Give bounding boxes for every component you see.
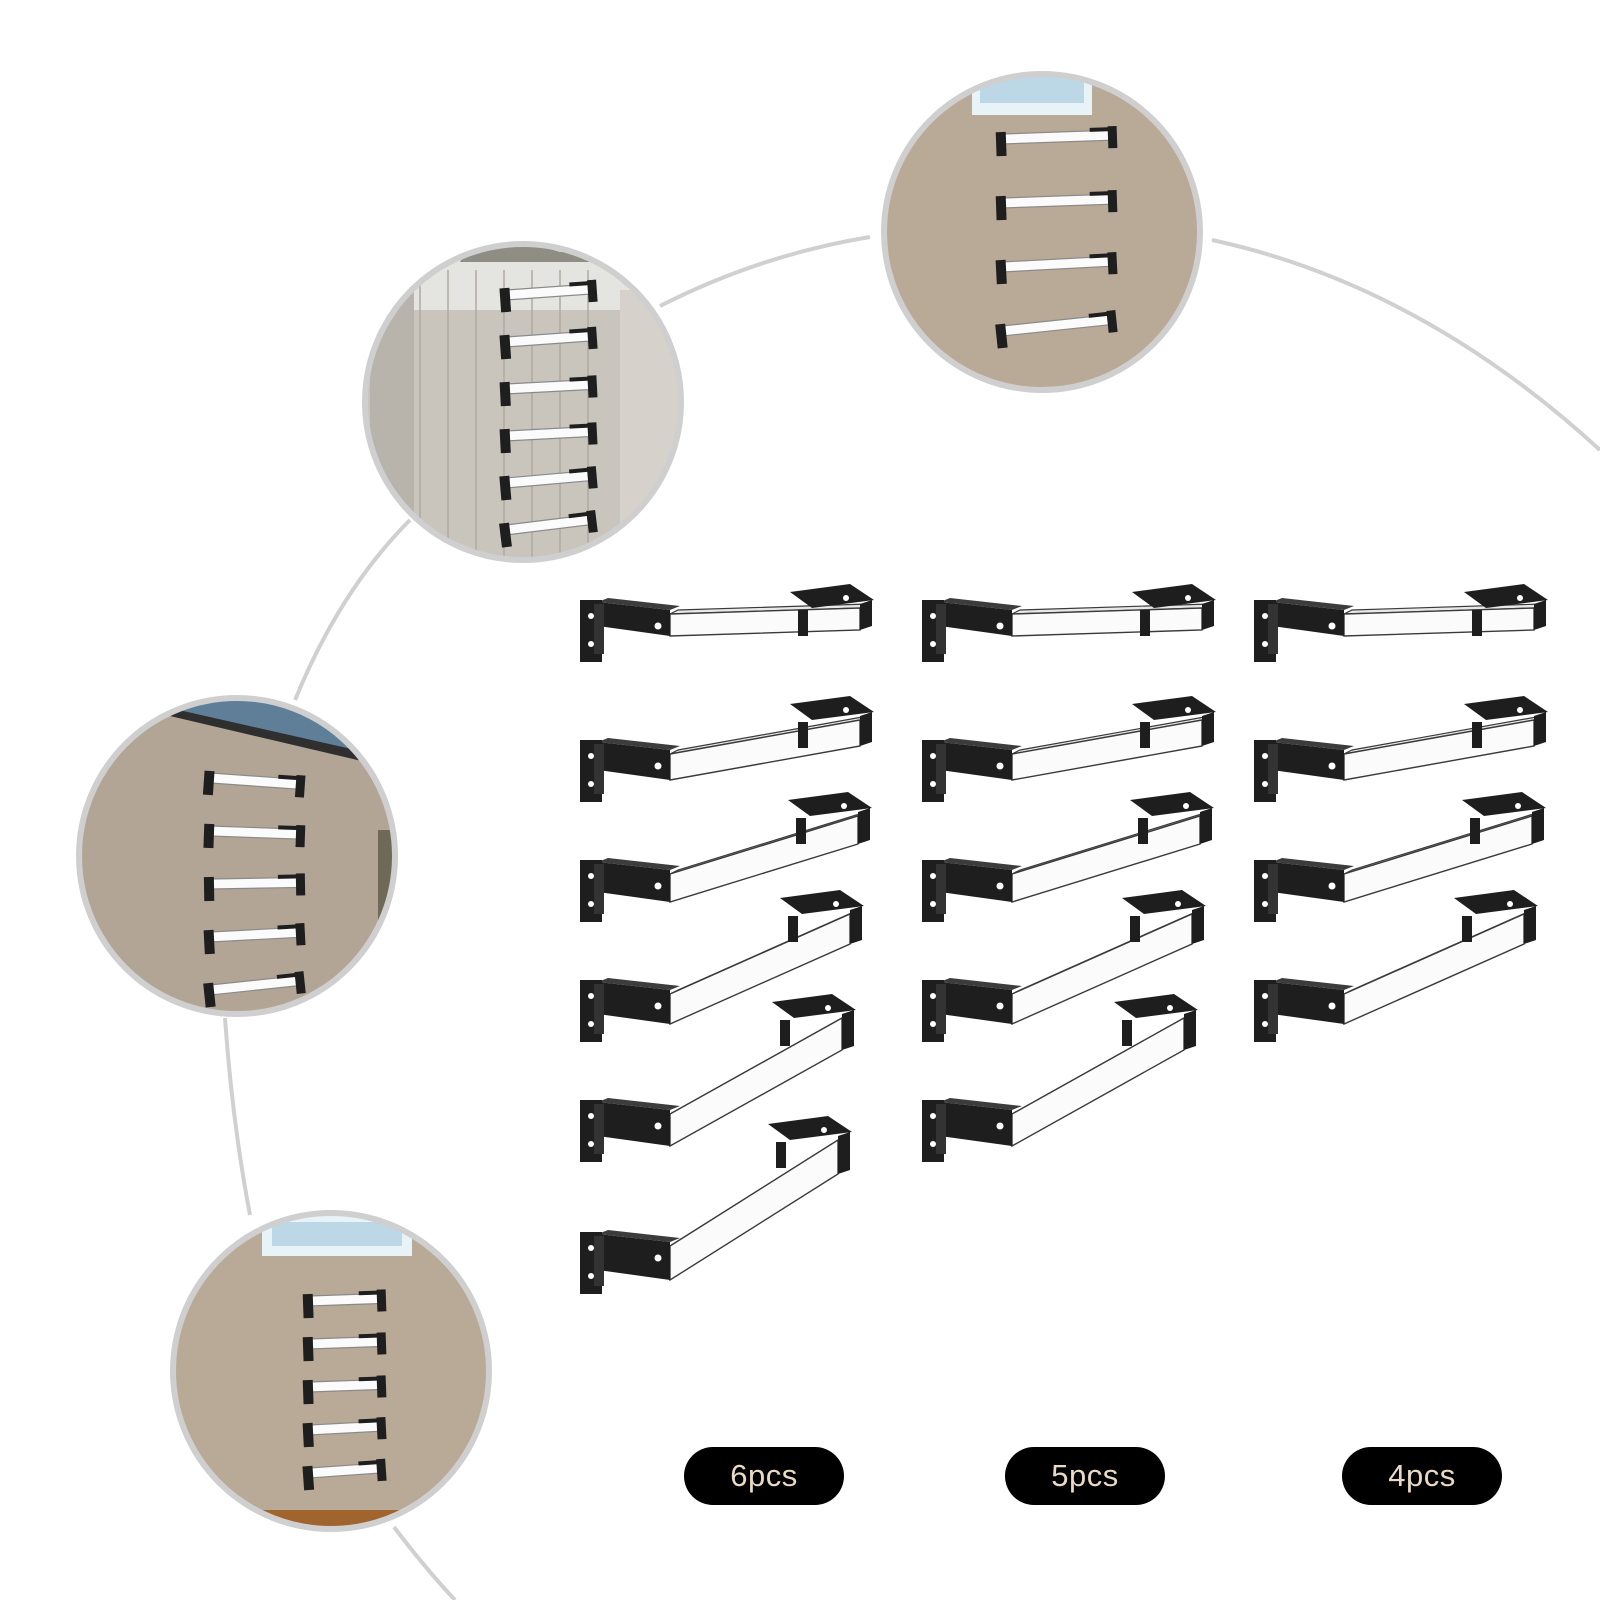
mini-bracket <box>499 375 598 407</box>
connector-arc <box>293 518 412 701</box>
mini-bracket <box>499 279 598 313</box>
mini-bracket <box>302 1416 387 1448</box>
connector-arcs <box>223 235 1600 1600</box>
mini-bracket <box>203 923 306 955</box>
wall-mount-bracket-icon <box>922 584 1216 662</box>
label-6pcs-text: 6pcs <box>730 1458 798 1493</box>
scene-six-brackets-stone <box>362 241 684 563</box>
wall-mount-bracket-icon <box>922 696 1216 802</box>
wall-mount-bracket-icon <box>580 792 872 922</box>
label-5pcs: 5pcs <box>1005 1447 1165 1505</box>
bracket-column-4 <box>1254 584 1548 1042</box>
mini-bracket <box>203 873 306 902</box>
scene-border <box>881 71 1203 393</box>
mini-bracket <box>499 326 598 360</box>
wall-mount-bracket-icon <box>580 994 856 1162</box>
wall-mount-bracket-icon <box>1254 584 1548 662</box>
mini-bracket <box>995 251 1118 285</box>
mini-bracket <box>995 189 1118 221</box>
mini-bracket <box>499 509 598 548</box>
wall-mount-bracket-icon <box>922 994 1198 1162</box>
wall-mount-bracket-icon <box>580 584 874 662</box>
wall-mount-bracket-icon <box>922 890 1206 1042</box>
scene-circles <box>76 71 1203 1532</box>
mini-bracket <box>202 770 306 798</box>
mini-bracket <box>995 310 1118 349</box>
wall-mount-bracket-icon <box>1254 696 1548 802</box>
wall-mount-bracket-icon <box>922 792 1214 922</box>
bracket-column-5 <box>922 584 1216 1162</box>
wall-mount-bracket-icon <box>1254 890 1538 1042</box>
mini-bracket <box>203 823 306 849</box>
label-6pcs: 6pcs <box>684 1447 844 1505</box>
wall-mount-bracket-icon <box>580 696 874 802</box>
connector-arc <box>659 235 871 308</box>
mini-bracket <box>499 466 598 501</box>
wall-mount-bracket-icon <box>1254 792 1546 922</box>
scene-border <box>170 1210 492 1532</box>
label-4pcs-text: 4pcs <box>1388 1458 1456 1493</box>
connector-arc <box>392 1525 457 1600</box>
bracket-grid <box>580 584 1548 1294</box>
mini-bracket <box>995 125 1118 157</box>
mini-bracket <box>302 1289 387 1319</box>
connector-arc <box>223 1017 252 1216</box>
bracket-column-6 <box>580 584 874 1294</box>
label-4pcs: 4pcs <box>1342 1447 1502 1505</box>
scene-five-brackets-skylight <box>170 1210 492 1532</box>
mini-bracket <box>203 971 306 1008</box>
scene-border <box>76 695 398 1017</box>
connector-arc <box>1211 238 1600 452</box>
scene-border <box>362 241 684 563</box>
label-5pcs-text: 5pcs <box>1051 1458 1119 1493</box>
scene-five-brackets-taupe <box>76 695 398 1017</box>
mini-bracket <box>499 422 598 454</box>
mini-bracket <box>302 1375 387 1405</box>
mini-bracket <box>302 1332 387 1362</box>
wall-mount-bracket-icon <box>580 1116 852 1294</box>
scene-four-brackets <box>881 71 1203 393</box>
wall-mount-bracket-icon <box>580 890 864 1042</box>
mini-bracket <box>302 1458 387 1491</box>
